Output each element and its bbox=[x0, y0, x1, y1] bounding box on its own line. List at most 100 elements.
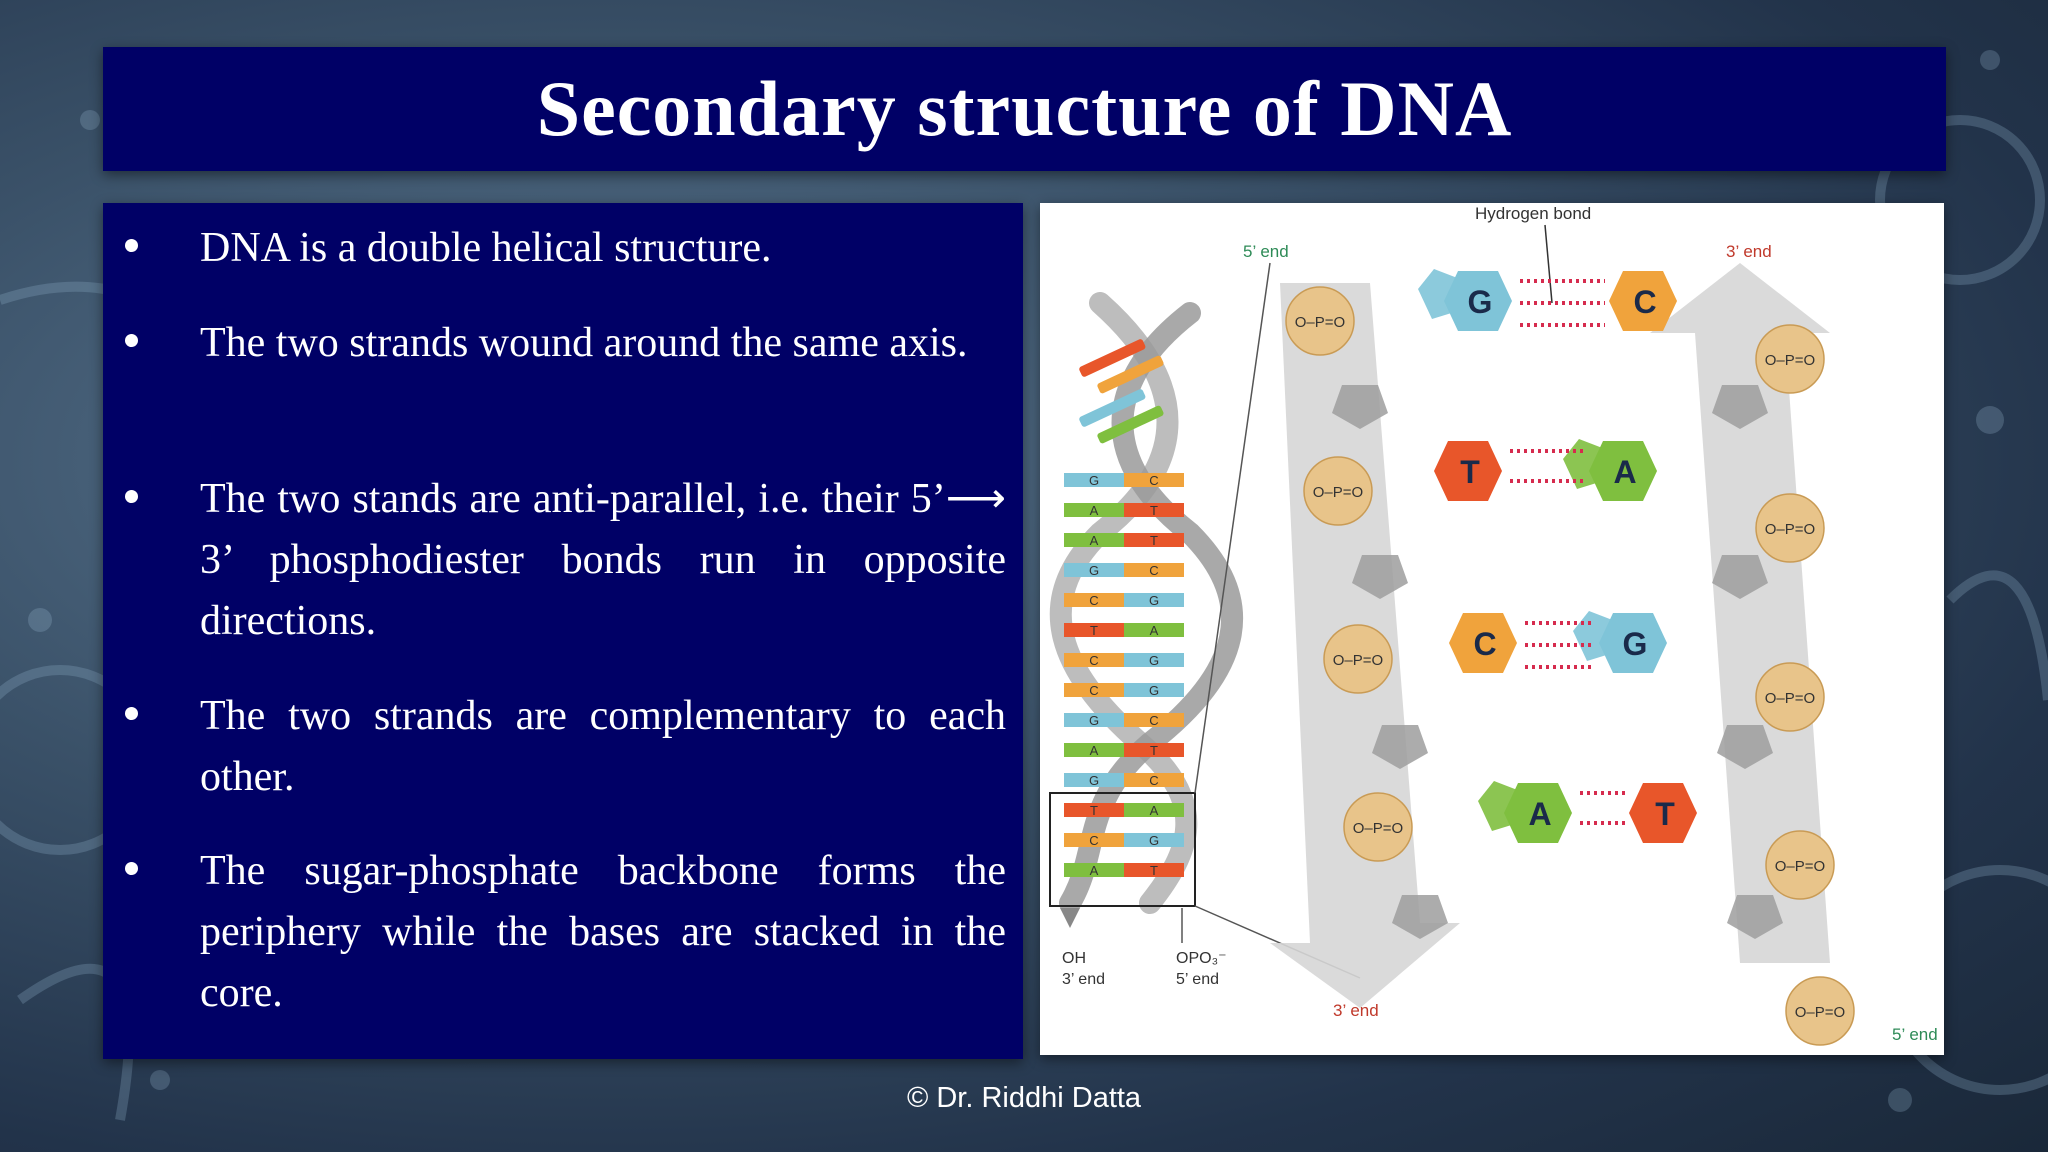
phosphate-label: O–P=O bbox=[1313, 484, 1363, 501]
helix-base-letter: A bbox=[1090, 503, 1099, 518]
helix-base-letter: G bbox=[1089, 713, 1099, 728]
helix-base-left bbox=[1064, 503, 1124, 517]
base-ring bbox=[1449, 613, 1517, 673]
phosphate-label: O–P=O bbox=[1795, 1004, 1845, 1021]
zoom-line-top bbox=[1194, 262, 1271, 794]
helix-end-left-label-1: OH bbox=[1062, 950, 1086, 967]
right-strand-arrow bbox=[1650, 263, 1830, 963]
phosphate-label: O–P=O bbox=[1775, 858, 1825, 875]
base-ring bbox=[1444, 271, 1512, 331]
helix-base-left bbox=[1064, 773, 1124, 787]
base-letter: A bbox=[1528, 796, 1551, 832]
helix-base-right bbox=[1124, 863, 1184, 877]
base-letter: C bbox=[1633, 284, 1656, 320]
helix-end-right-label-1: OPO₃⁻ bbox=[1176, 950, 1227, 967]
bullet-text: The sugar-phosphate backbone forms the p… bbox=[200, 848, 1006, 1016]
helix-loose-base bbox=[1079, 389, 1146, 427]
helix-base-right bbox=[1124, 563, 1184, 577]
phosphate-group bbox=[1755, 493, 1825, 563]
backbone-group: O–P=OO–P=OO–P=OO–P=OO–P=OO–P=OO–P=OO–P=O… bbox=[1285, 286, 1855, 1046]
helix-base-letter: C bbox=[1089, 653, 1098, 668]
bullet-text: DNA is a double helical structure. bbox=[200, 225, 772, 271]
sugar-ring bbox=[1332, 385, 1388, 429]
phosphate-group bbox=[1343, 792, 1413, 862]
base-ring bbox=[1609, 271, 1677, 331]
hydrogen-bond-pointer bbox=[1544, 224, 1553, 304]
phosphate-group bbox=[1323, 624, 1393, 694]
phosphate-label: O–P=O bbox=[1765, 690, 1815, 707]
helix-base-letter: G bbox=[1149, 593, 1159, 608]
helix-base-right bbox=[1124, 533, 1184, 547]
bullet-dot bbox=[125, 490, 138, 503]
bullet-panel: DNA is a double helical structure. The t… bbox=[103, 203, 1023, 1059]
base-ring bbox=[1589, 441, 1657, 501]
helix-base-letter: T bbox=[1090, 623, 1098, 638]
helix-loose-base bbox=[1097, 405, 1164, 444]
helix-base-left bbox=[1064, 833, 1124, 847]
left-strand-bottom-label: 3’ end bbox=[1333, 1001, 1379, 1020]
base-ring bbox=[1434, 441, 1502, 501]
helix-base-letter: T bbox=[1090, 803, 1098, 818]
helix-loose-base bbox=[1079, 339, 1146, 377]
helix-base-right bbox=[1124, 653, 1184, 667]
helix-base-letter: C bbox=[1149, 713, 1158, 728]
sugar-ring bbox=[1372, 725, 1428, 769]
helix-end-arrow-left bbox=[1060, 908, 1080, 928]
base-letter: T bbox=[1460, 454, 1480, 490]
helix-base-right bbox=[1124, 503, 1184, 517]
helix-base-left bbox=[1064, 683, 1124, 697]
helix-base-letter: A bbox=[1090, 743, 1099, 758]
helix-base-letter: C bbox=[1149, 563, 1158, 578]
helix-base-left bbox=[1064, 863, 1124, 877]
helix-base-left bbox=[1064, 563, 1124, 577]
sugar-ring bbox=[1717, 725, 1773, 769]
base-letter: G bbox=[1623, 626, 1648, 662]
phosphate-label: O–P=O bbox=[1765, 352, 1815, 369]
helix-base-letter: G bbox=[1149, 653, 1159, 668]
helix-base-left bbox=[1064, 713, 1124, 727]
helix-base-letter: C bbox=[1089, 593, 1098, 608]
base-letter: T bbox=[1655, 796, 1675, 832]
helix-base-left bbox=[1064, 653, 1124, 667]
bullet-text: The two stands are anti-parallel, i.e. t… bbox=[200, 476, 1006, 644]
base-ring bbox=[1599, 613, 1667, 673]
helix-loose-base bbox=[1097, 355, 1164, 394]
helix-backbone-front bbox=[1049, 292, 1198, 914]
helix-base-right bbox=[1124, 833, 1184, 847]
copyright-footer: © Dr. Riddhi Datta bbox=[906, 1082, 1142, 1114]
helix-base-left bbox=[1064, 593, 1124, 607]
phosphate-label: O–P=O bbox=[1295, 314, 1345, 331]
helix-end-right-label-2: 5’ end bbox=[1176, 971, 1219, 988]
phosphate-label: O–P=O bbox=[1765, 521, 1815, 538]
helix-base-letter: T bbox=[1150, 533, 1158, 548]
helix-base-right bbox=[1124, 743, 1184, 757]
bullet-dot bbox=[125, 239, 138, 252]
hydrogen-bond-label: Hydrogen bond bbox=[1475, 204, 1591, 223]
helix-base-letter: C bbox=[1089, 833, 1098, 848]
helix-base-right bbox=[1124, 683, 1184, 697]
phosphate-group bbox=[1303, 456, 1373, 526]
sugar-ring bbox=[1712, 385, 1768, 429]
base-letter: G bbox=[1468, 284, 1493, 320]
helix-base-letter: G bbox=[1089, 563, 1099, 578]
helix-base-letter: T bbox=[1150, 863, 1158, 878]
helix-base-right bbox=[1124, 803, 1184, 817]
helix-base-letter: C bbox=[1149, 473, 1158, 488]
right-strand-bottom-label: 5’ end bbox=[1892, 1025, 1938, 1044]
bullet-dot bbox=[125, 862, 138, 875]
helix-base-left bbox=[1064, 743, 1124, 757]
helix-base-letter: C bbox=[1089, 683, 1098, 698]
left-strand-top-label: 5’ end bbox=[1243, 242, 1289, 261]
helix-base-letter: G bbox=[1089, 473, 1099, 488]
bullet-text: The two strands are complementary to eac… bbox=[200, 693, 1006, 800]
slide-title: Secondary structure of DNA bbox=[536, 65, 1513, 152]
helix-base-right bbox=[1124, 773, 1184, 787]
helix-base-right bbox=[1124, 593, 1184, 607]
helix-base-letter: T bbox=[1150, 503, 1158, 518]
phosphate-group bbox=[1765, 830, 1835, 900]
helix-base-letter: C bbox=[1149, 773, 1158, 788]
helix-base-right bbox=[1124, 713, 1184, 727]
